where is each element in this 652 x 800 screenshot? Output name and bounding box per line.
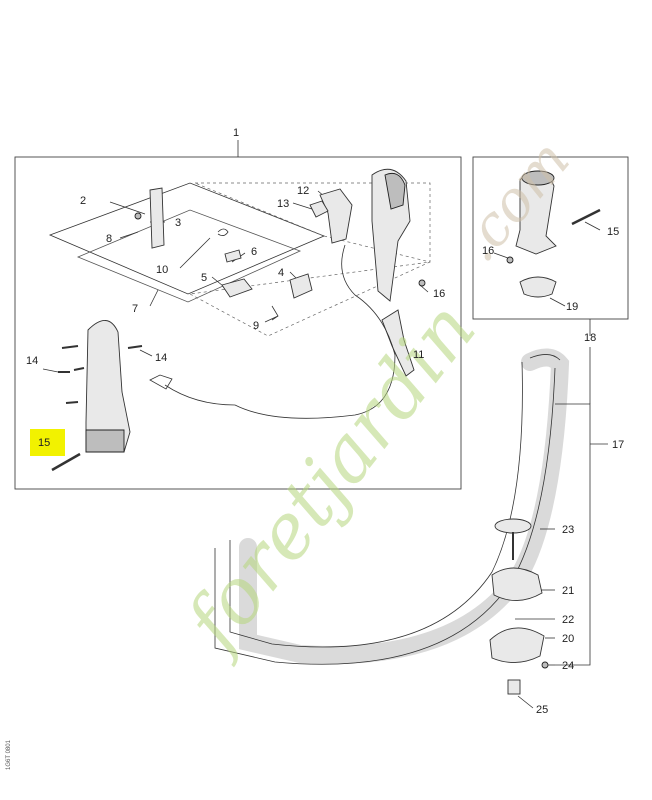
assembly-18-frame [472, 156, 629, 320]
callout-15-left[interactable]: 15 [38, 437, 50, 449]
part-15-left-handle [85, 320, 131, 453]
callout-23[interactable]: 23 [562, 524, 574, 536]
callout-21[interactable]: 21 [562, 585, 574, 597]
callout-14-right[interactable]: 14 [155, 352, 167, 364]
part-16-screw-main [418, 279, 426, 287]
part-12-13-housing [309, 188, 353, 244]
part-10-clip [224, 249, 242, 263]
part-23-knob [494, 518, 532, 560]
part-15-screw-right [571, 208, 601, 226]
callout-4[interactable]: 4 [278, 267, 284, 279]
callout-19[interactable]: 19 [566, 301, 578, 313]
side-code: 1G6T 0801 [6, 739, 12, 770]
part-16-screw-right [506, 256, 514, 264]
part-25-nut [507, 679, 521, 695]
watermark-suffix-group: .com [445, 128, 582, 274]
part-19-clamp [519, 276, 557, 298]
part-17-loop-handle [239, 348, 570, 664]
part-3-lever [149, 187, 165, 249]
part-loop-grip [515, 170, 557, 255]
callout-5[interactable]: 5 [201, 272, 207, 284]
callout-14-left[interactable]: 14 [26, 355, 38, 367]
callout-15-right[interactable]: 15 [607, 226, 619, 238]
callout-2[interactable]: 2 [80, 195, 86, 207]
part-8-screw [134, 212, 142, 220]
callout-16-right[interactable]: 16 [482, 245, 494, 257]
callout-12[interactable]: 12 [297, 185, 309, 197]
part-9-contact [271, 305, 279, 321]
callout-22[interactable]: 22 [562, 614, 574, 626]
sub-assembly-outline [48, 182, 326, 295]
callout-11[interactable]: 11 [413, 349, 424, 361]
part-24-screw [541, 661, 549, 669]
part-21-clamp-upper [491, 567, 543, 601]
highlight-15 [30, 429, 65, 456]
part-15-screw [51, 452, 81, 472]
callout-16-main[interactable]: 16 [433, 288, 445, 300]
callout-25[interactable]: 25 [536, 704, 548, 716]
callout-17[interactable]: 17 [612, 439, 624, 451]
part-20-clamp-lower [489, 627, 545, 663]
part-5-switch [221, 278, 253, 298]
part-14-screws-left [58, 345, 85, 404]
callout-9[interactable]: 9 [253, 320, 259, 332]
watermark-main: foretjardin [165, 285, 492, 669]
callout-13[interactable]: 13 [277, 198, 289, 210]
part-6-spring [217, 228, 229, 236]
part-handle-shell [371, 168, 411, 302]
part-14-screw-right [127, 345, 143, 349]
callout-24[interactable]: 24 [562, 660, 574, 672]
callout-1[interactable]: 1 [233, 127, 239, 139]
callout-10[interactable]: 10 [156, 264, 168, 276]
callout-7[interactable]: 7 [132, 303, 138, 315]
watermark: foretjardin [165, 285, 492, 669]
callout-6[interactable]: 6 [251, 246, 257, 258]
callout-8[interactable]: 8 [106, 233, 112, 245]
callout-20[interactable]: 20 [562, 633, 574, 645]
part-4-switch-plate [289, 273, 313, 299]
callout-18[interactable]: 18 [584, 332, 596, 344]
callout-3[interactable]: 3 [175, 217, 181, 229]
cable [164, 244, 396, 419]
watermark-suffix: .com [445, 128, 582, 274]
